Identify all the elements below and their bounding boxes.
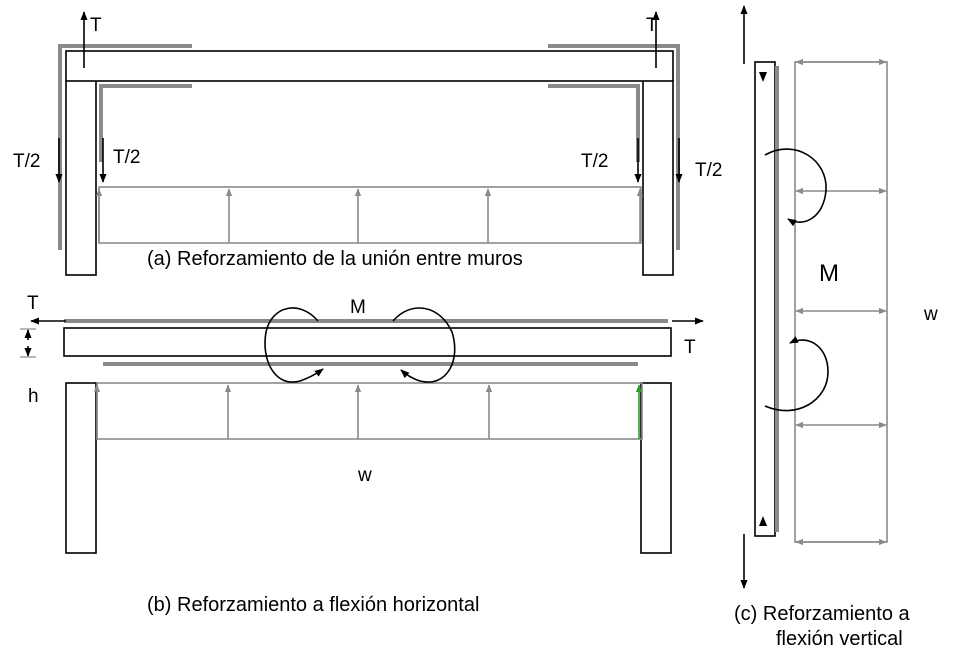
label-M-b: M (350, 297, 366, 318)
moment-arrow-b-left (264, 307, 324, 383)
frp-a-left-inner (99, 84, 192, 162)
label-T-half-a-1: T/2 (13, 151, 40, 172)
load-b-box (96, 382, 643, 440)
panel-c: M w (c) Reforzamiento a flexión vertical (734, 5, 938, 650)
caption-b: (b) Reforzamiento a flexión horizontal (147, 594, 479, 616)
wall-b-top (63, 327, 672, 357)
panel-a: T T T/2 T/2 T/2 T/2 (a) Reforzamiento de… (13, 11, 722, 276)
caption-a: (a) Reforzamiento de la unión entre muro… (147, 248, 523, 270)
label-T-a-left: T (90, 15, 102, 36)
panel-b: T T M h w (b) Reforzamiento a flexión ho… (20, 293, 704, 616)
caption-c-line2: flexión vertical (776, 628, 903, 650)
caption-c-line1: (c) Reforzamiento a (734, 603, 910, 625)
wall-b-right (640, 382, 672, 554)
label-T-b-right: T (684, 337, 696, 358)
label-w-c: w (923, 304, 938, 325)
label-w-b: w (357, 465, 372, 486)
label-h: h (28, 386, 39, 407)
wall-c (754, 61, 776, 537)
bearing-top (759, 72, 767, 82)
wall-b-left (65, 382, 97, 554)
label-T-a-right: T (646, 15, 658, 36)
label-T-b-left: T (27, 293, 39, 314)
moment-arrow-c-top (764, 148, 827, 227)
label-M-c: M (819, 260, 839, 287)
label-T-half-a-4: T/2 (695, 160, 722, 181)
wall-a-top (65, 50, 674, 82)
label-T-half-a-2: T/2 (113, 147, 140, 168)
frp-a-right-inner (548, 84, 640, 162)
load-a-box (98, 186, 642, 244)
bearing-bottom (759, 516, 767, 526)
wall-a-right (642, 79, 674, 276)
moment-arrow-c-bottom (764, 336, 829, 412)
moment-arrow-b-right (392, 307, 456, 383)
label-T-half-a-3: T/2 (581, 151, 608, 172)
load-c-box (794, 61, 888, 543)
wall-a-left (65, 79, 97, 276)
